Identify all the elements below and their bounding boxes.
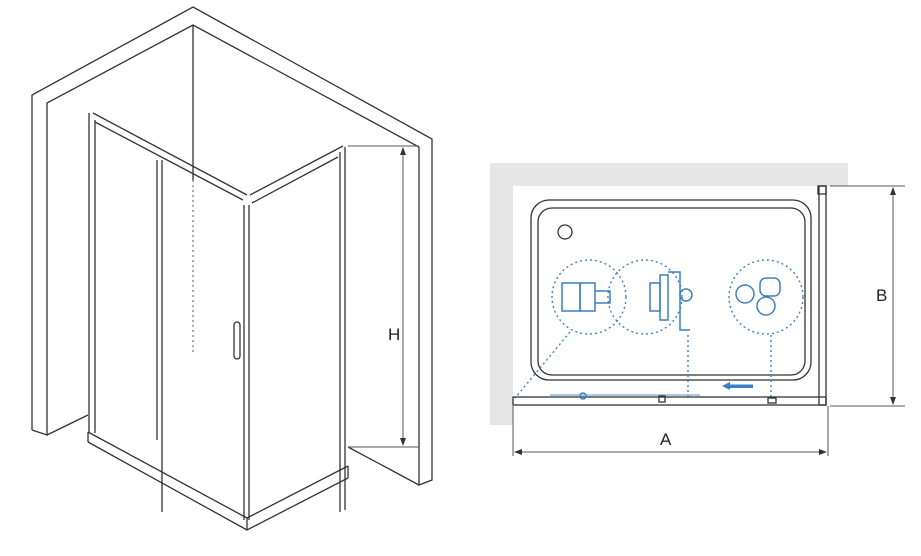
slide-direction-arrow-icon xyxy=(722,382,753,390)
door-rail xyxy=(512,382,827,406)
height-dimension xyxy=(348,145,419,448)
door-handle xyxy=(233,321,241,360)
detail-roller xyxy=(728,259,804,400)
depth-label: B xyxy=(876,286,888,305)
plan-view xyxy=(490,163,905,456)
wall-band xyxy=(490,163,848,425)
height-label: H xyxy=(388,325,401,344)
drain-icon xyxy=(557,224,573,240)
isometric-view xyxy=(31,6,433,531)
width-label: A xyxy=(660,430,672,449)
shower-tray xyxy=(530,199,812,381)
detail-guide-profile xyxy=(607,259,693,400)
depth-dimension xyxy=(830,185,905,407)
room-walls xyxy=(31,6,433,486)
shower-enclosure xyxy=(87,112,349,531)
side-panel xyxy=(817,185,827,406)
width-dimension xyxy=(512,406,829,456)
detail-wall-profile xyxy=(514,259,627,399)
